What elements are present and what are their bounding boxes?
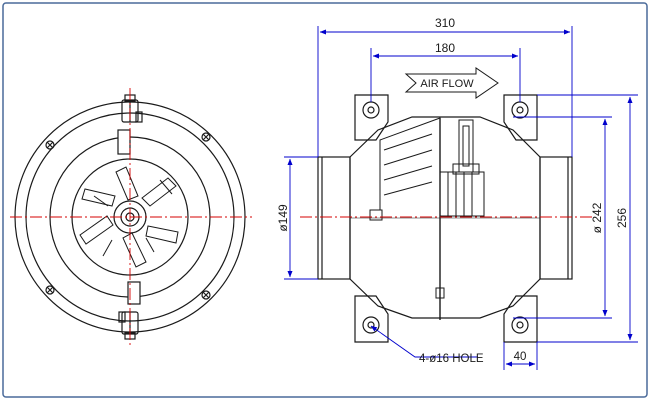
page-border bbox=[2, 2, 648, 398]
airflow-label: AIR FLOW bbox=[420, 78, 474, 90]
foot-top-left bbox=[354, 94, 389, 141]
right-duct-collar bbox=[539, 156, 573, 280]
motor-detail bbox=[369, 117, 485, 320]
dim-inner-length: 180 bbox=[435, 41, 455, 55]
front-bottom-bracket bbox=[118, 281, 141, 340]
dim-body-diameter: ø 242 bbox=[590, 202, 604, 233]
left-duct-collar bbox=[317, 156, 351, 280]
front-screw-top-right bbox=[201, 132, 211, 142]
dimension-lines bbox=[284, 26, 638, 370]
dim-duct-diameter: ø149 bbox=[276, 204, 290, 232]
front-screw-bottom-right bbox=[201, 290, 211, 300]
body-outline bbox=[349, 116, 541, 319]
foot-top-right bbox=[503, 94, 538, 141]
foot-bottom-right bbox=[503, 295, 538, 343]
front-screw-bottom-left bbox=[45, 285, 55, 295]
airflow-arrow bbox=[404, 67, 499, 99]
side-view bbox=[317, 94, 573, 343]
dimension-texts: 310 180 AIR FLOW ø149 ø 242 256 4-ø16 HO… bbox=[276, 16, 629, 365]
foot-bottom-left bbox=[354, 295, 389, 343]
dim-foot-width: 40 bbox=[514, 351, 527, 363]
front-screw-top-left bbox=[45, 140, 55, 150]
front-centerlines bbox=[10, 88, 252, 348]
dim-mount-holes: 4-ø16 HOLE bbox=[419, 353, 484, 365]
impeller-blades bbox=[79, 166, 179, 268]
dim-overall-height: 256 bbox=[615, 208, 629, 228]
dim-overall-length: 310 bbox=[435, 16, 455, 30]
